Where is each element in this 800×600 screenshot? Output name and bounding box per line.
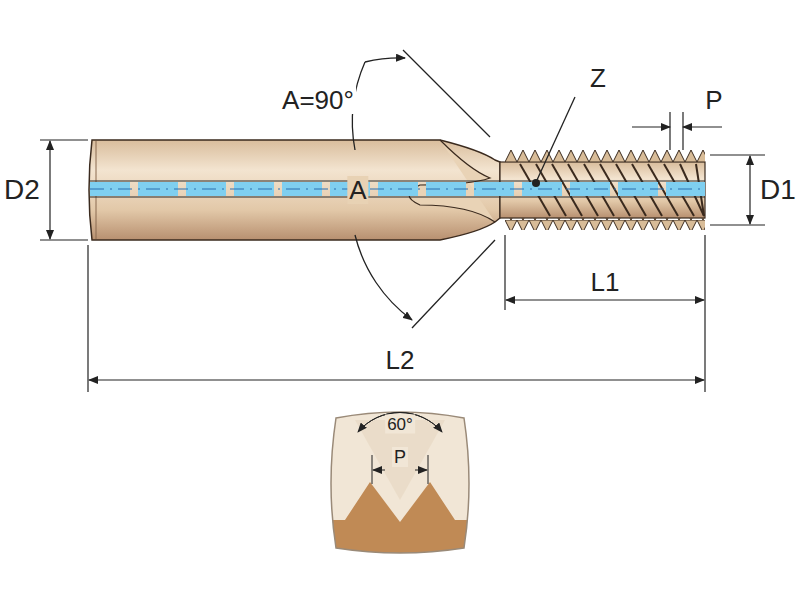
dimension-label: P (703, 86, 724, 114)
dimension-label: L1 (589, 268, 622, 296)
dimension-label: A (347, 176, 368, 204)
dimension-label: 60° (385, 415, 415, 434)
dimension-label: D1 (758, 175, 798, 205)
dimension-label: P (392, 447, 408, 467)
dimension-label: D2 (2, 175, 42, 205)
dimension-label: L2 (384, 346, 417, 374)
dimension-label: A=90° (280, 86, 356, 114)
dimension-label: Z (588, 64, 608, 92)
